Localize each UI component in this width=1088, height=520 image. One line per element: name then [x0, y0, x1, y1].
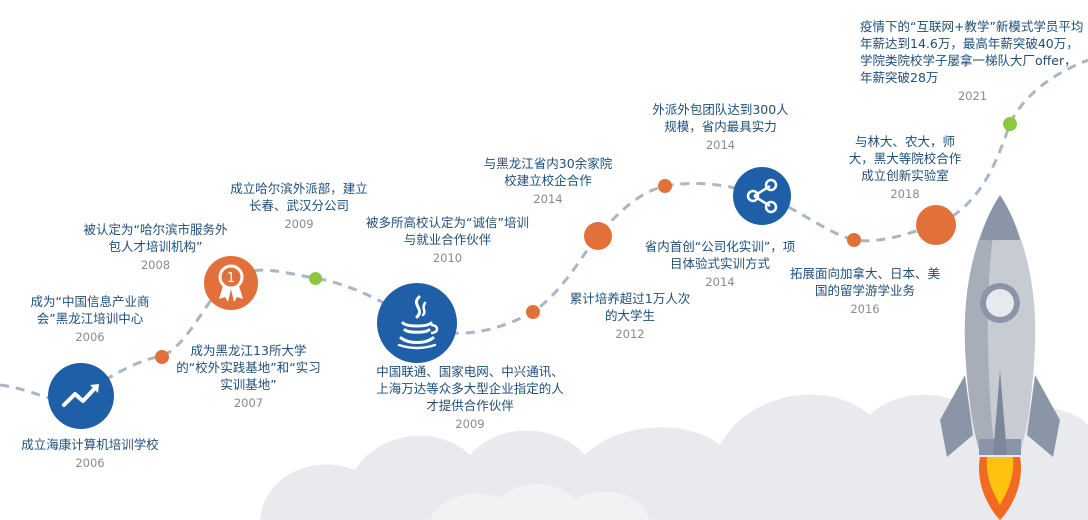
event-year: 2014: [533, 192, 563, 206]
event-2007: 成为黑龙江13所大学的“校外实践基地”和“实习实训基地” 2007: [176, 342, 321, 412]
event-text: 被认定为“哈尔滨市服务外包人才培训机构”: [83, 222, 228, 254]
event-text: 与黑龙江省内30余家院校建立校企合作: [483, 156, 613, 188]
rocket-icon: [940, 195, 1060, 520]
event-text: 拓展面向加拿大、日本、美国的留学游学业务: [790, 266, 941, 298]
event-text: 成立海康计算机培训学校: [21, 437, 159, 452]
event-year: 2009: [284, 217, 314, 231]
event-2008: 被认定为“哈尔滨市服务外包人才培训机构” 2008: [83, 221, 228, 274]
trend-up-icon: [62, 384, 99, 407]
event-year: 2007: [233, 396, 264, 410]
event-year: 2014: [705, 275, 735, 289]
event-year: 2014: [705, 138, 736, 152]
node-2021-dot: [1003, 117, 1017, 131]
event-year: 2021: [957, 89, 988, 103]
event-year: 2008: [140, 258, 171, 272]
event-text: 被多所高校认定为“诚信”培训与就业合作伙伴: [366, 215, 529, 247]
node-2014b-dot: [658, 179, 672, 193]
event-year: 2012: [615, 327, 645, 341]
cloud-icon: [260, 394, 1088, 520]
node-2012-dot: [526, 305, 540, 319]
node-2009-java: [377, 283, 457, 363]
node-2008: 1: [204, 256, 258, 310]
event-text: 中国联通、国家电网、中兴通讯、上海万达等众多大型企业指定的人才提供合作伙伴: [376, 364, 564, 413]
share-icon: [746, 178, 778, 214]
event-2014-schools: 与黑龙江省内30余家院校建立校企合作 2014: [478, 155, 618, 208]
event-text: 与林大、农大，师大，黑大等院校合作成立创新实验室: [848, 134, 962, 183]
event-2014-outsourcing: 外派外包团队达到300人规模，省内最具实力 2014: [648, 101, 793, 154]
event-text: 成为“中国信息产业商会”黑龙江培训中心: [30, 294, 150, 326]
event-text: 省内首创“公司化实训”，项目体验式实训方式: [644, 239, 796, 271]
java-icon: [397, 295, 439, 350]
event-year: 2018: [890, 187, 920, 201]
node-2007-dot: [155, 350, 169, 364]
node-2014c: [733, 167, 791, 225]
event-text: 成立哈尔滨外派部，建立长春、武汉分公司: [230, 181, 368, 213]
event-text: 疫情下的“互联网+教学”新模式学员平均年薪达到14.6万，最高年薪突破40万，学…: [860, 19, 1084, 85]
event-text: 外派外包团队达到300人规模，省内最具实力: [652, 102, 789, 134]
event-year: 2006: [75, 330, 105, 344]
event-year: 2009: [455, 417, 485, 431]
event-text: 成为黑龙江13所大学的“校外实践基地”和“实习实训基地”: [176, 343, 321, 392]
event-2018: 与林大、农大，师大，黑大等院校合作成立创新实验室 2018: [845, 133, 965, 203]
event-text: 累计培养超过1万人次的大学生: [569, 291, 691, 323]
node-2014a: [584, 222, 612, 250]
event-2021: 疫情下的“互联网+教学”新模式学员平均年薪达到14.6万，最高年薪突破40万，学…: [860, 18, 1085, 105]
node-2016-dot: [847, 233, 861, 247]
medal-number: 1: [227, 271, 235, 286]
event-2014-training: 省内首创“公司化实训”，项目体验式实训方式 2014: [640, 238, 800, 291]
event-year: 2006: [75, 456, 105, 470]
event-2006-founding: 成立海康计算机培训学校 2006: [5, 436, 175, 472]
event-2009-partners: 中国联通、国家电网、中兴通讯、上海万达等众多大型企业指定的人才提供合作伙伴 20…: [375, 363, 565, 433]
node-2018: [916, 205, 956, 245]
event-year: 2016: [850, 302, 880, 316]
event-2010: 被多所高校认定为“诚信”培训与就业合作伙伴 2010: [365, 214, 530, 267]
event-2009-branch: 成立哈尔滨外派部，建立长春、武汉分公司 2009: [225, 180, 373, 233]
medal-icon: 1: [218, 264, 244, 302]
event-2016: 拓展面向加拿大、日本、美国的留学游学业务 2016: [790, 265, 940, 318]
event-2012: 累计培养超过1万人次的大学生 2012: [565, 290, 695, 343]
node-2006: [48, 363, 114, 429]
event-2006-commerce: 成为“中国信息产业商会”黑龙江培训中心 2006: [20, 293, 160, 346]
event-year: 2010: [432, 251, 463, 265]
node-2009-dot: [309, 272, 322, 285]
